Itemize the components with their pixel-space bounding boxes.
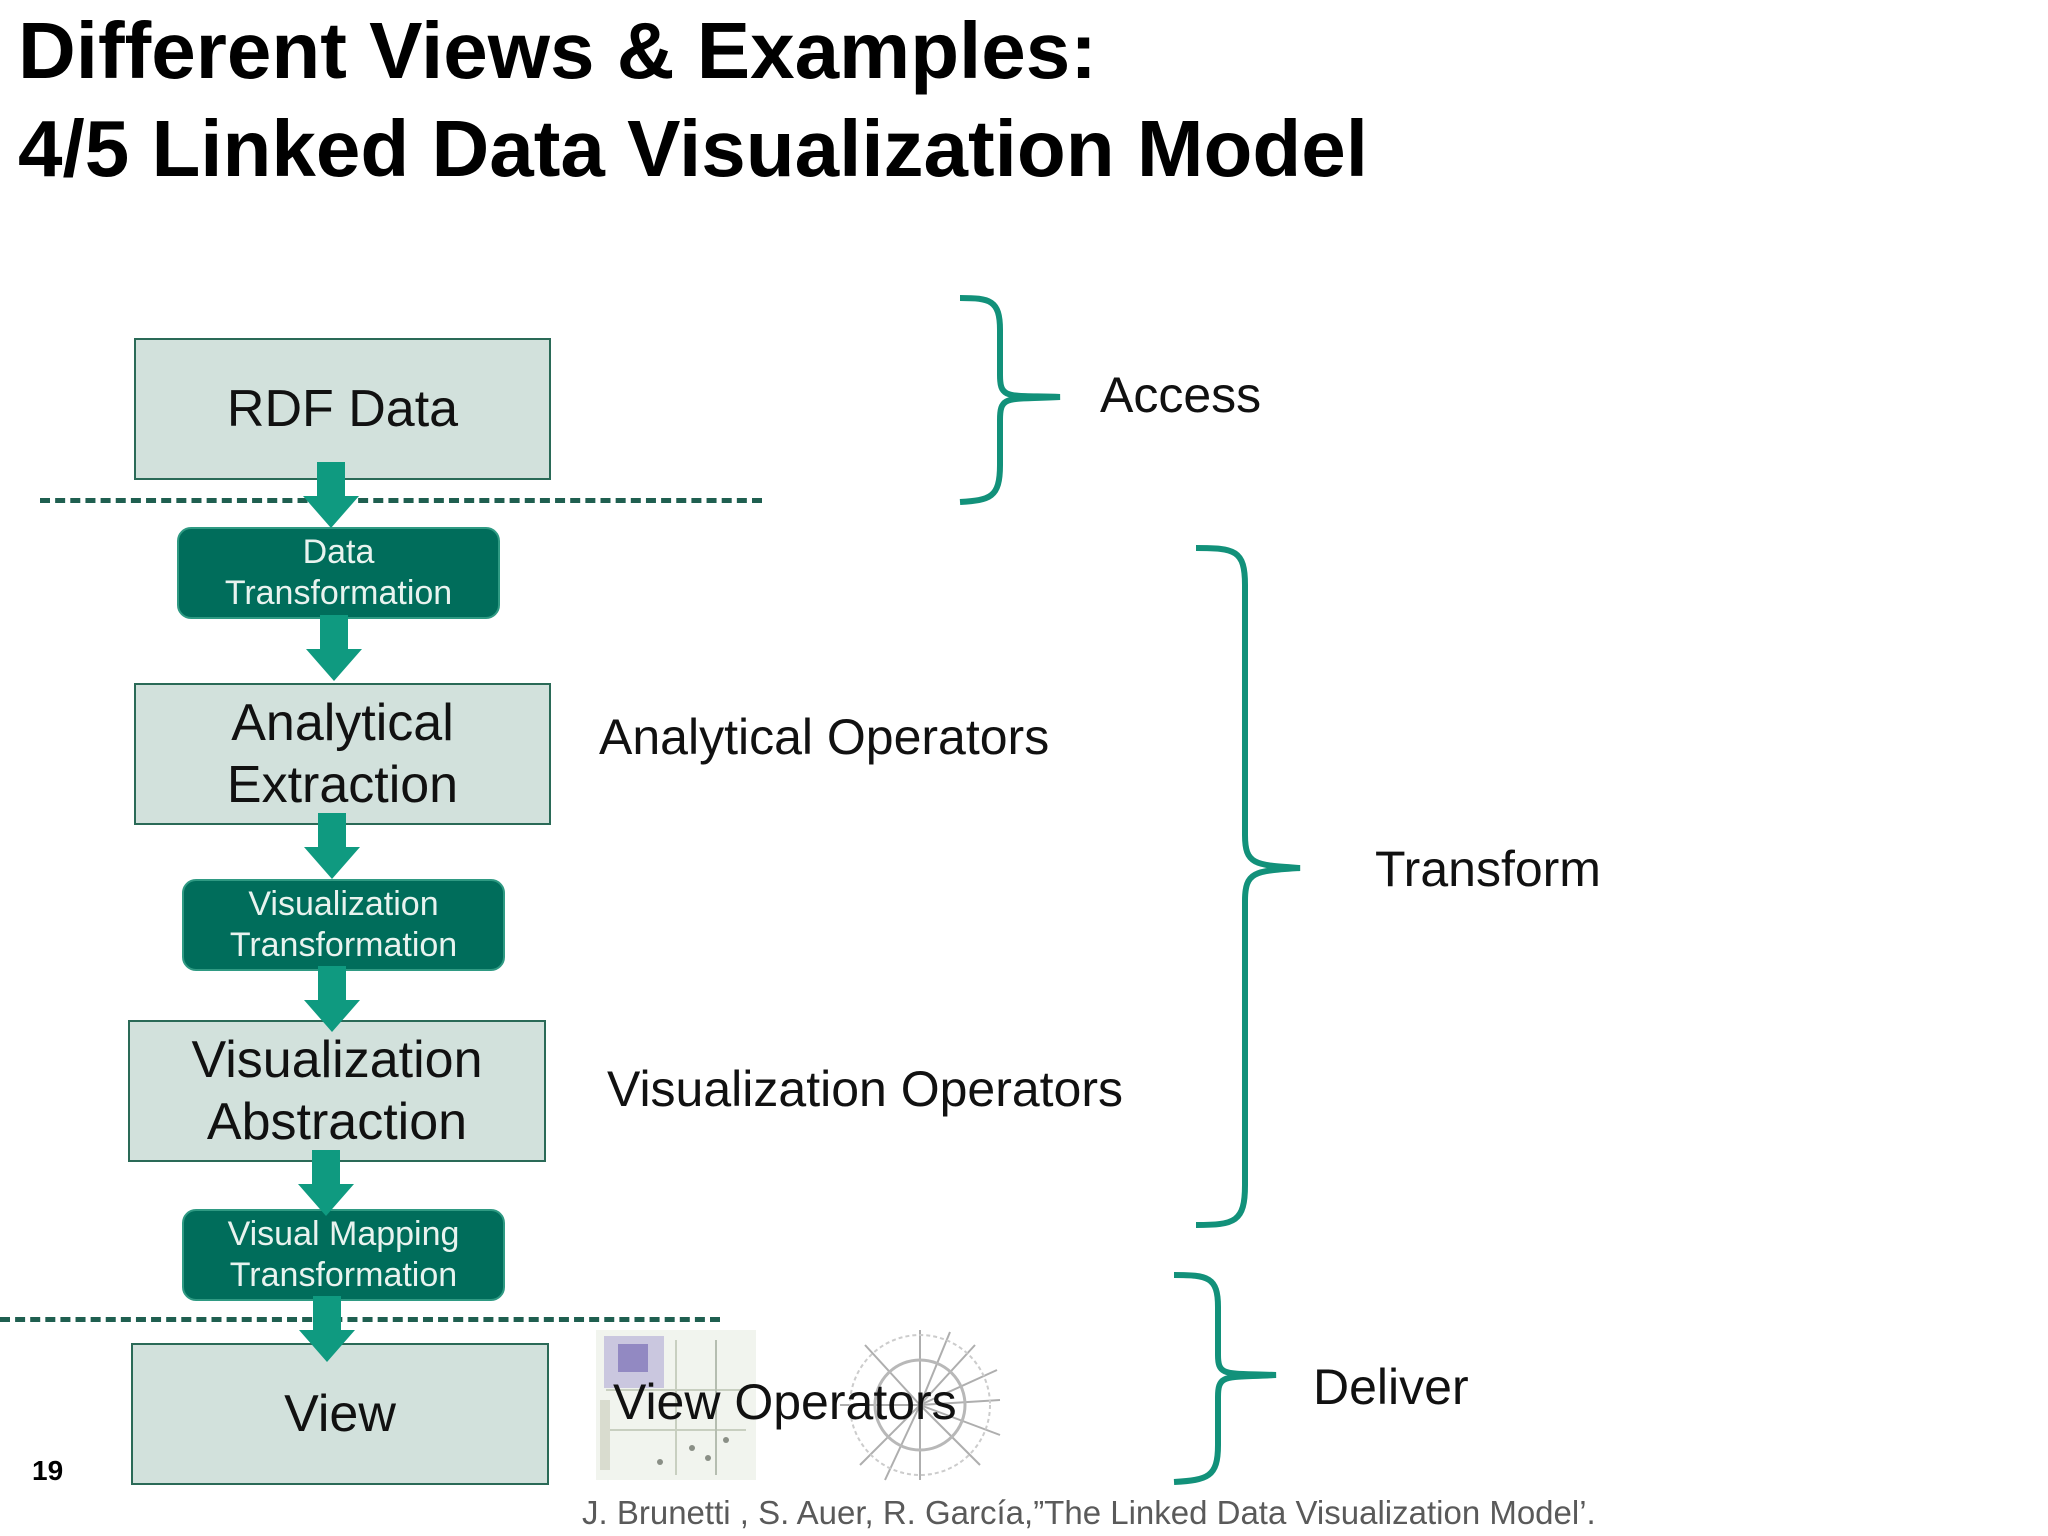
transform-brace-icon [1195, 545, 1301, 1228]
arrow-down-icon [299, 1296, 355, 1362]
stage-rdf-data: RDF Data [134, 338, 551, 480]
slide-title-line2: 4/5 Linked Data Visualization Model [18, 104, 1368, 193]
access-brace-icon [959, 295, 1061, 505]
stage-visualization-abstraction: Visualization Abstraction [128, 1020, 546, 1162]
transformation-data: Data Transformation [177, 527, 500, 619]
phase-label-deliver: Deliver [1313, 1359, 1469, 1415]
arrow-down-icon [304, 966, 360, 1032]
slide-title: Different Views & Examples: 4/5 Linked D… [18, 2, 1368, 198]
stage-view: View [131, 1343, 549, 1485]
phase-label-transform: Transform [1375, 841, 1601, 897]
access-separator-line [40, 498, 762, 503]
arrow-down-icon [304, 813, 360, 879]
citation: J. Brunetti , S. Auer, R. García,”The Li… [582, 1494, 1596, 1531]
transformation-visualization: Visualization Transformation [182, 879, 505, 971]
radial-tree-thumbnail-image [840, 1330, 1001, 1481]
page-number: 19 [32, 1455, 64, 1486]
operator-label-visualization: Visualization Operators [607, 1061, 1124, 1117]
slide-title-line1: Different Views & Examples: [18, 6, 1097, 95]
scatterplot-thumbnail-image [596, 1330, 756, 1480]
stage-analytical-extraction: Analytical Extraction [134, 683, 551, 825]
operator-label-view: View Operators [613, 1374, 957, 1430]
deliver-brace-icon [1173, 1272, 1277, 1485]
phase-label-access: Access [1100, 367, 1262, 423]
operator-label-analytical: Analytical Operators [599, 709, 1050, 765]
arrow-down-icon [303, 462, 359, 528]
arrow-down-icon [298, 1150, 354, 1216]
transformation-visual-mapping: Visual Mapping Transformation [182, 1209, 505, 1301]
deliver-separator-line [0, 1317, 720, 1322]
arrow-down-icon [306, 615, 362, 681]
